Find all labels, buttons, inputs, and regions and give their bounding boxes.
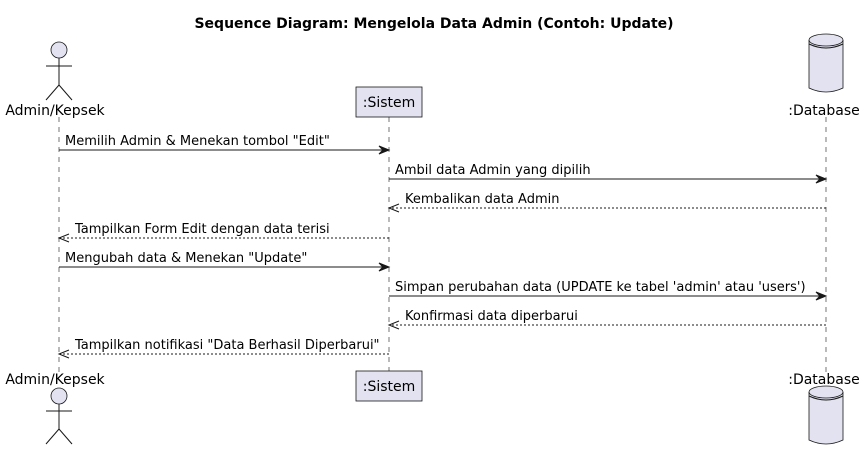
participant-label-database-top: :Database bbox=[788, 103, 860, 119]
message-1: Memilih Admin & Menekan tombol "Edit" bbox=[59, 134, 391, 155]
message-5: Mengubah data & Menekan "Update" bbox=[59, 251, 391, 272]
participant-label-sistem-top: :Sistem bbox=[363, 95, 416, 111]
message-arrowhead bbox=[815, 174, 828, 184]
message-label: Konfirmasi data diperbarui bbox=[405, 309, 578, 324]
message-6: Simpan perubahan data (UPDATE ke tabel '… bbox=[389, 280, 828, 301]
message-8: Tampilkan notifikasi "Data Berhasil Dipe… bbox=[57, 338, 389, 359]
message-label: Mengubah data & Menekan "Update" bbox=[65, 251, 307, 266]
actor-admin-top bbox=[45, 41, 73, 101]
message-label: Memilih Admin & Menekan tombol "Edit" bbox=[65, 134, 330, 149]
message-arrowhead bbox=[815, 291, 828, 301]
actor-admin-bottom bbox=[45, 387, 73, 445]
message-label: Kembalikan data Admin bbox=[405, 192, 559, 207]
message-group: Memilih Admin & Menekan tombol "Edit" Amb… bbox=[57, 134, 828, 359]
message-arrowhead bbox=[378, 262, 391, 272]
participant-sistem-top: :Sistem bbox=[355, 86, 423, 118]
message-arrowhead bbox=[387, 320, 400, 330]
message-2: Ambil data Admin yang dipilih bbox=[389, 163, 828, 184]
participant-label-admin-top: Admin/Kepsek bbox=[5, 103, 105, 119]
message-arrowhead bbox=[57, 233, 70, 243]
message-arrowhead bbox=[387, 203, 400, 213]
message-label: Tampilkan Form Edit dengan data terisi bbox=[74, 222, 330, 237]
database-icon-bottom bbox=[808, 385, 844, 445]
message-arrowhead bbox=[57, 349, 70, 359]
message-arrowhead bbox=[378, 145, 391, 155]
message-7: Konfirmasi data diperbarui bbox=[387, 309, 826, 330]
message-label: Ambil data Admin yang dipilih bbox=[395, 163, 591, 178]
diagram-title: Sequence Diagram: Mengelola Data Admin (… bbox=[194, 16, 673, 32]
database-icon-top bbox=[808, 33, 844, 93]
message-label: Tampilkan notifikasi "Data Berhasil Dipe… bbox=[74, 338, 380, 353]
participant-label-admin-bottom: Admin/Kepsek bbox=[5, 372, 105, 388]
message-4: Tampilkan Form Edit dengan data terisi bbox=[57, 222, 389, 243]
message-3: Kembalikan data Admin bbox=[387, 192, 826, 213]
participant-label-sistem-bottom: :Sistem bbox=[363, 379, 416, 395]
message-label: Simpan perubahan data (UPDATE ke tabel '… bbox=[395, 280, 806, 295]
participant-label-database-bottom: :Database bbox=[788, 372, 860, 388]
participant-sistem-bottom: :Sistem bbox=[355, 370, 423, 402]
